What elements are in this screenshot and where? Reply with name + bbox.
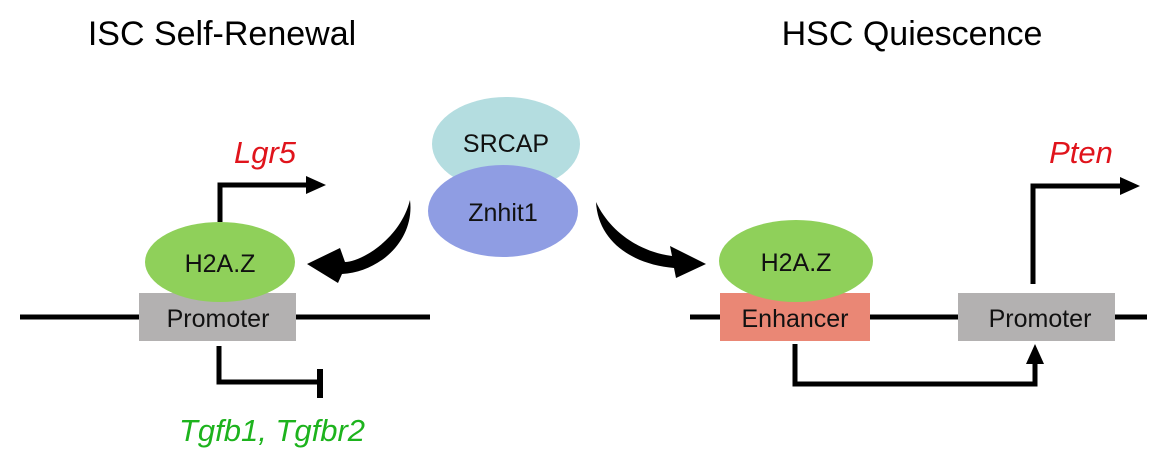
enhancer-link-arrowhead-icon [1026,344,1044,364]
right-promoter-box [958,293,1115,341]
srcap-ellipse [432,97,580,191]
left-curved-arrow-icon [307,200,411,283]
left-activation-arrow [217,182,310,222]
right-h2az-label: H2A.Z [761,249,832,277]
left-panel-title: ISC Self-Renewal [88,15,356,53]
left-promoter-label: Promoter [167,305,270,333]
znhit1-ellipse [428,165,578,257]
right-panel-title: HSC Quiescence [782,15,1043,53]
left-h2az-nucleosome [145,222,295,302]
lgr5-gene-label: Lgr5 [234,135,297,170]
znhit1-label: Znhit1 [468,199,537,227]
left-activation-arrowhead-icon [306,176,326,194]
left-repression-line [216,346,318,385]
srcap-label: SRCAP [463,130,549,158]
tgfb-genes-label: Tgfb1, Tgfbr2 [179,413,365,448]
right-activation-arrowhead-icon [1120,177,1140,195]
right-curved-arrow-icon [596,202,706,278]
enhancer-promoter-link-arrow [792,344,1038,387]
left-h2az-label: H2A.Z [185,250,256,278]
right-promoter-label: Promoter [989,305,1092,333]
right-activation-arrow [1030,183,1125,284]
right-h2az-nucleosome [719,220,873,302]
pten-gene-label: Pten [1049,135,1113,170]
enhancer-label: Enhancer [741,305,848,333]
